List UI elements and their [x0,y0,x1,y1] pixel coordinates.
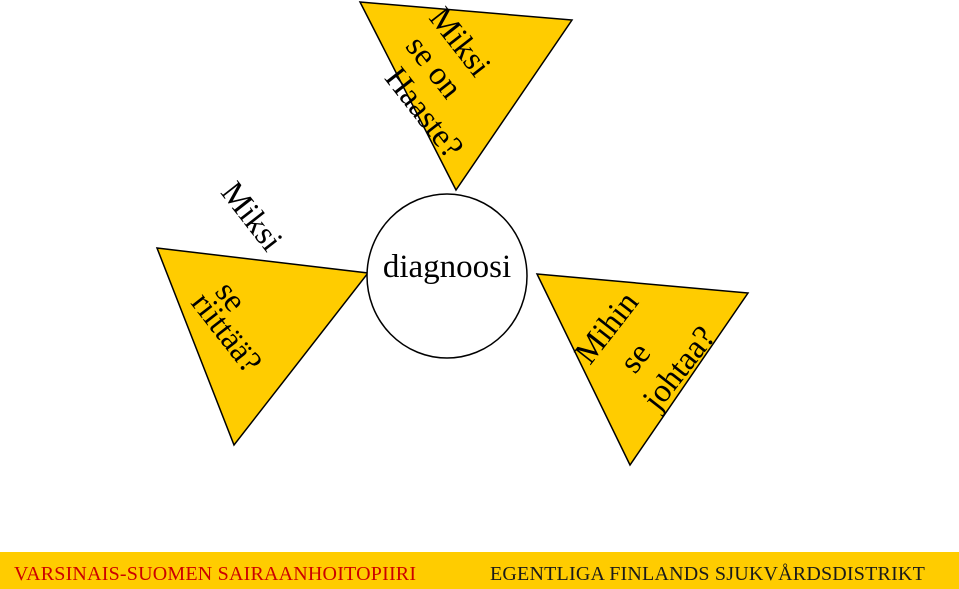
footer-left-text: VARSINAIS-SUOMEN SAIRAANHOITOPIIRI [14,563,417,585]
center-circle [366,193,528,359]
triangle-left-line-1: Miksi [213,175,289,258]
triangle-left-label: Miksi [213,175,289,258]
footer-right-text: EGENTLIGA FINLANDS SJUKVÅRDSDISTRIKT [490,563,925,585]
triangle-left [155,247,370,447]
center-label: diagnoosi [383,249,511,285]
triangle-top [358,1,574,192]
triangle-right [535,273,750,467]
footer-bar: VARSINAIS-SUOMEN SAIRAANHOITOPIIRI EGENT… [0,552,959,589]
